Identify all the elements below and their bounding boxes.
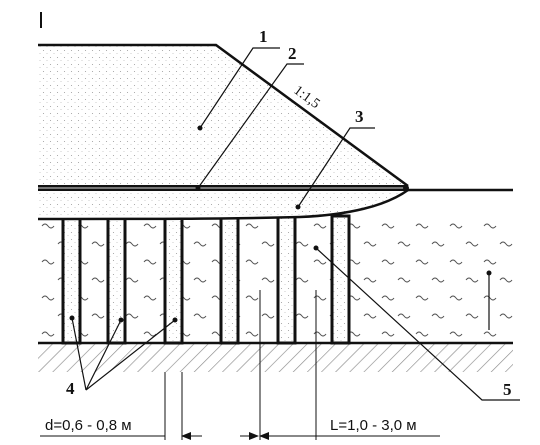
leader-1 [199, 47, 280, 129]
leader-3 [297, 127, 375, 208]
leader-dot-3 [295, 204, 301, 210]
reference-dot [486, 270, 492, 276]
leader-2 [197, 63, 304, 189]
embankment-outline [38, 43, 409, 188]
embankment-body [38, 45, 408, 186]
sand-pile [276, 214, 297, 345]
label-2: 2 [288, 44, 297, 63]
leader-dot-2 [195, 185, 201, 191]
sand-pile [163, 214, 184, 345]
sand-pile [106, 214, 127, 345]
label-1: 1 [259, 27, 268, 46]
bearing-stratum-hatch [38, 344, 513, 372]
leader-dot-4a [69, 315, 75, 321]
leader-dot-1 [197, 125, 203, 131]
sand-pile [61, 214, 82, 345]
leader-dot-4c [172, 317, 178, 323]
label-4: 4 [66, 379, 75, 398]
pile-spacing-label: L=1,0 - 3,0 м [330, 417, 417, 434]
leader-4b [85, 319, 122, 391]
sand-pile [219, 214, 240, 345]
dimension-extension-lines [164, 290, 317, 440]
leader-dots [69, 125, 492, 323]
sand-cushion-outline [37, 188, 409, 221]
leader-5 [315, 247, 520, 401]
label-3: 3 [355, 107, 364, 126]
leader-4a [71, 317, 87, 391]
leader-dot-4b [118, 317, 124, 323]
label-5: 5 [503, 380, 512, 399]
leader-lines [71, 47, 520, 401]
leader-4c [85, 319, 176, 391]
embankment-toe-point [403, 185, 409, 191]
leader-dot-5 [313, 245, 319, 251]
sand-pile [330, 214, 351, 345]
pile-diameter-label: d=0,6 - 0,8 м [45, 417, 132, 434]
sand-cushion [38, 190, 408, 219]
